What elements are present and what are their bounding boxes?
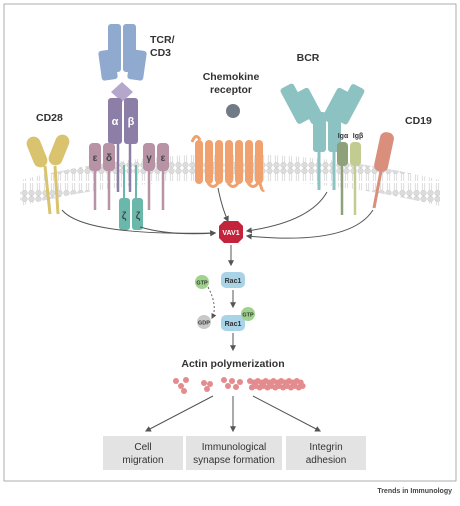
- outcome-integrin-adhesion: Integrin adhesion: [286, 436, 366, 470]
- tcr-cd3-complex: [89, 24, 169, 230]
- cd3-label: CD3: [150, 47, 171, 59]
- outcome-arrows: [144, 395, 322, 433]
- cd19-receptor: [372, 132, 394, 209]
- outcome-3-line2: adhesion: [306, 455, 347, 466]
- figure-border: [3, 3, 457, 482]
- rac1-label-bottom: Rac1: [225, 321, 242, 328]
- rac1-label-top: Rac1: [225, 278, 242, 285]
- igb-label: Igβ: [353, 133, 364, 140]
- journal-footer: Trends in Immunology: [377, 488, 452, 495]
- actin-monomer: [225, 383, 231, 389]
- actin-filaments: [173, 377, 306, 394]
- cd19-label: CD19: [405, 115, 432, 127]
- chemokine-receptor: [190, 104, 266, 192]
- epsilon-label-left: ε: [93, 153, 98, 164]
- rac1-gdp-complex: [195, 272, 245, 289]
- rac1-gtp-complex: [197, 307, 255, 331]
- gdp-label: GDP: [198, 321, 210, 327]
- outcome-1-line1: Cell: [134, 442, 151, 453]
- alpha-label: α: [112, 116, 119, 128]
- actin-monomer: [173, 378, 179, 384]
- zeta-label-right: ζ: [136, 211, 141, 222]
- actin-monomer: [237, 379, 243, 385]
- vav1-label: VAV1: [222, 230, 239, 237]
- outcome-1-line2: migration: [122, 455, 163, 466]
- outcome-cell-migration: Cell migration: [103, 436, 183, 470]
- actin-label: Actin polymerization: [181, 358, 284, 370]
- arrow-tcr-vav1: [139, 226, 217, 237]
- epsilon-label-right: ε: [161, 153, 166, 164]
- actin-monomer: [178, 383, 184, 389]
- vav1-node: [219, 221, 243, 243]
- cd28-receptor: [26, 134, 70, 215]
- beta-label: β: [128, 116, 135, 128]
- arrow-bcr-vav1: [245, 191, 328, 234]
- actin-monomer: [183, 377, 189, 383]
- arrow-to-cell-migration: [144, 395, 214, 432]
- cd28-label: CD28: [36, 112, 63, 124]
- chemokine-label-line2: receptor: [210, 84, 252, 96]
- bcr-receptor: [280, 83, 365, 215]
- iga-label: Igα: [338, 133, 349, 140]
- tcr-label: TCR/: [150, 34, 175, 46]
- outcome-3-line1: Integrin: [309, 442, 342, 453]
- gtp-label-free: GTP: [196, 281, 208, 287]
- outcome-2-line1: Immunological: [202, 442, 266, 453]
- actin-monomer: [204, 386, 210, 392]
- arrow-cd19-vav1: [245, 209, 374, 240]
- receptor-to-vav1-arrows: [61, 187, 374, 240]
- gtp-exchange-arrow: [207, 286, 217, 319]
- gtp-label-bound: GTP: [242, 313, 254, 319]
- actin-monomer: [181, 388, 187, 394]
- gamma-label: γ: [146, 153, 152, 164]
- arrow-to-integrin-adhesion: [252, 395, 322, 432]
- actin-monomer: [229, 378, 235, 384]
- delta-label: δ: [106, 153, 112, 164]
- outcome-2-line2: synapse formation: [193, 455, 275, 466]
- actin-monomer: [201, 380, 207, 386]
- actin-monomer: [233, 384, 239, 390]
- outcome-synapse-formation: Immunological synapse formation: [186, 436, 282, 470]
- chemokine-label-line1: Chemokine: [203, 71, 260, 83]
- bcr-label: BCR: [297, 52, 320, 64]
- zeta-label-left: ζ: [122, 211, 127, 222]
- arrow-chemokine-vav1: [217, 187, 229, 223]
- actin-monomer: [207, 381, 213, 387]
- actin-monomer: [221, 377, 227, 383]
- actin-monomer: [299, 383, 306, 389]
